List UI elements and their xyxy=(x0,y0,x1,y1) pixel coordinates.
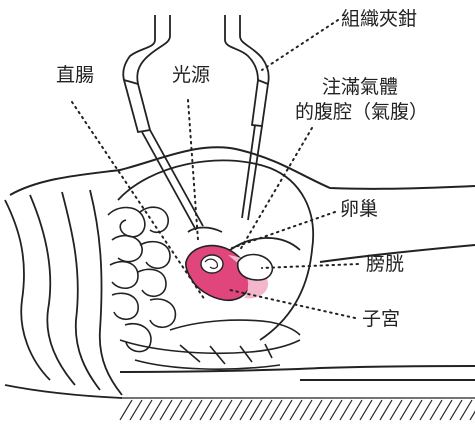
label-uterus: 子宮 xyxy=(362,310,400,329)
label-bladder: 膀胱 xyxy=(366,255,404,274)
table-surface xyxy=(120,398,475,420)
leader-ovary xyxy=(232,212,335,248)
drape xyxy=(5,190,122,398)
leader-forceps xyxy=(262,20,338,70)
label-forceps: 組織夾鉗 xyxy=(341,10,417,29)
label-ovary: 卵巢 xyxy=(340,200,378,219)
pelvis xyxy=(120,320,300,369)
label-insufflation-line1: 注滿氣體 xyxy=(322,78,398,97)
label-insufflation-line2: 的腹腔（氣腹） xyxy=(295,103,428,122)
label-light-source: 光源 xyxy=(172,66,210,85)
leader-insufflation xyxy=(240,128,312,250)
forceps-instrument xyxy=(225,15,269,220)
intestines xyxy=(108,207,175,351)
leader-uterus xyxy=(230,290,355,318)
label-rectum: 直腸 xyxy=(56,66,94,85)
